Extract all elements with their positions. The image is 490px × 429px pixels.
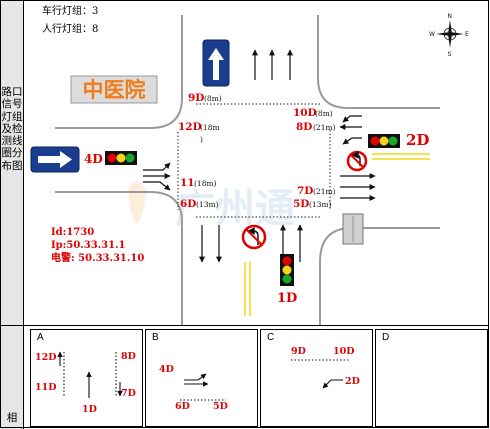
detector-zone — [177, 103, 331, 218]
lane-arrow-w3 — [143, 181, 171, 191]
side-bottom-panel: 相 — [0, 326, 24, 429]
phase-c-label-9d: 9D — [291, 346, 306, 357]
phase-d-letter: D — [382, 332, 390, 343]
phase-b-label-6d: 6D — [175, 401, 190, 412]
phase-a-label-8d: 8D — [121, 351, 136, 362]
det-7d-len: (21m) — [313, 187, 336, 196]
phase-c-arrow-left — [322, 379, 343, 389]
det-12d-len: (18m — [200, 123, 220, 132]
prohibit-slash-icon — [349, 153, 365, 169]
phase-b-arrow-left — [184, 373, 207, 381]
det-6d: 6D — [180, 198, 196, 210]
section-divider — [0, 325, 489, 326]
no-left-turn-sign-south — [241, 224, 267, 250]
signal-2d-label: 2D — [406, 131, 429, 149]
signal-2d: 2D — [368, 131, 429, 149]
det-11-len: (18m) — [194, 179, 217, 188]
phase-panel-d: D — [375, 329, 488, 427]
phase-a-letter: A — [37, 332, 44, 343]
north-arrow-sign — [202, 39, 230, 87]
device-ip: Ip:50.33.31.1 — [51, 240, 126, 251]
phase-a-label-1d: 1D — [82, 404, 97, 415]
det-8d-len: (21m) — [313, 123, 336, 132]
up-arrow-icon — [208, 48, 224, 80]
device-id: Id:1730 — [51, 227, 95, 238]
det-6d-len: (13m) — [196, 200, 219, 209]
phase-c-label-2d: 2D — [345, 376, 360, 387]
det-11: 11 — [180, 177, 195, 189]
det-12d-close: ) — [200, 135, 203, 144]
phase-b-label-4d: 4D — [159, 364, 174, 375]
watermark-text: 广州通 — [175, 186, 295, 232]
phase-panel-a: A 12D 11D 8D 7D 1D — [30, 329, 143, 427]
center-lines — [244, 153, 430, 316]
landmark-name: 中医院 — [83, 77, 146, 102]
no-left-turn-sign-east — [346, 150, 368, 172]
west-arrow-sign — [30, 146, 80, 173]
det-10d: 10D — [293, 107, 317, 119]
prohibit-slash-icon-south — [245, 228, 263, 246]
lane-arrow-w1 — [143, 162, 171, 171]
controller-cabinet — [342, 213, 364, 245]
curb-ne — [317, 15, 440, 109]
left-turn-icon-south — [247, 227, 259, 245]
det-8d: 8D — [296, 121, 312, 133]
compass-rose-icon — [436, 20, 464, 48]
compass-w: W — [429, 31, 435, 38]
signal-4d: 4D — [84, 151, 137, 166]
compass-s: S — [448, 51, 452, 58]
det-9d-len: (8m) — [204, 94, 222, 103]
intersection-diagram: 广州通 — [30, 13, 469, 326]
det-5d: 5D — [293, 198, 309, 210]
lane-arrow-e3 — [342, 137, 362, 145]
phase-b-letter: B — [152, 332, 159, 343]
phase-panel-c: C 9D 10D 2D — [260, 329, 373, 427]
lane-arrow-e1 — [342, 115, 362, 123]
det-5d-len: (13m) — [309, 200, 332, 209]
right-arrow-icon — [38, 151, 72, 168]
curb-sw — [55, 191, 183, 326]
det-10d-len: (8m) — [315, 109, 333, 118]
vehicle-group-count: 车行灯组：3 — [42, 6, 99, 17]
side-title: 路口信号灯组及检测线圈分布图 — [1, 86, 23, 172]
phase-a-diagram: 12D 11D 8D 7D 1D — [35, 351, 136, 415]
east-exit-arrows — [340, 173, 376, 201]
east-lane-arrows — [339, 115, 362, 145]
compass-e: E — [465, 31, 469, 38]
phase-c-label-10d: 10D — [333, 346, 354, 357]
side-title-panel: 路口信号灯组及检测线圈分布图 — [0, 0, 24, 326]
phase-c-diagram: 9D 10D 2D — [291, 346, 360, 389]
phase-b-diagram: 4D 6D 5D — [159, 364, 228, 412]
left-turn-icon — [351, 151, 361, 166]
phase-a-label-7d: 7D — [121, 388, 136, 399]
det-9d: 9D — [188, 92, 204, 104]
det-7d: 7D — [297, 185, 313, 197]
phase-a-label-12d: 12D — [35, 352, 56, 363]
side-bottom-label: 相 — [6, 412, 18, 424]
phase-c-letter: C — [267, 332, 275, 343]
phase-b-label-5d: 5D — [213, 401, 228, 412]
ped-group-count: 人行灯组：8 — [42, 24, 99, 35]
signal-4d-label: 4D — [84, 152, 103, 166]
compass-n: N — [448, 13, 453, 20]
device-phone: 电警: 50.33.31.10 — [51, 253, 145, 264]
signal-1d-label: 1D — [277, 291, 297, 306]
north-lane-arrows — [252, 49, 293, 80]
det-12d: 12D — [178, 121, 202, 133]
detector-labels: 9D (8m) 12D (18m ) 10D (8m) 8D (21m) 11 … — [178, 92, 336, 210]
phase-panel-b: B 4D 6D 5D — [145, 329, 258, 427]
phase-a-label-11d: 11D — [35, 382, 56, 393]
signal-1d: 1D — [277, 254, 297, 306]
compass: N S E W — [429, 13, 469, 58]
curb-nw — [55, 15, 183, 129]
west-lane-arrows — [143, 162, 171, 191]
landmark-box: 中医院 — [70, 75, 158, 104]
